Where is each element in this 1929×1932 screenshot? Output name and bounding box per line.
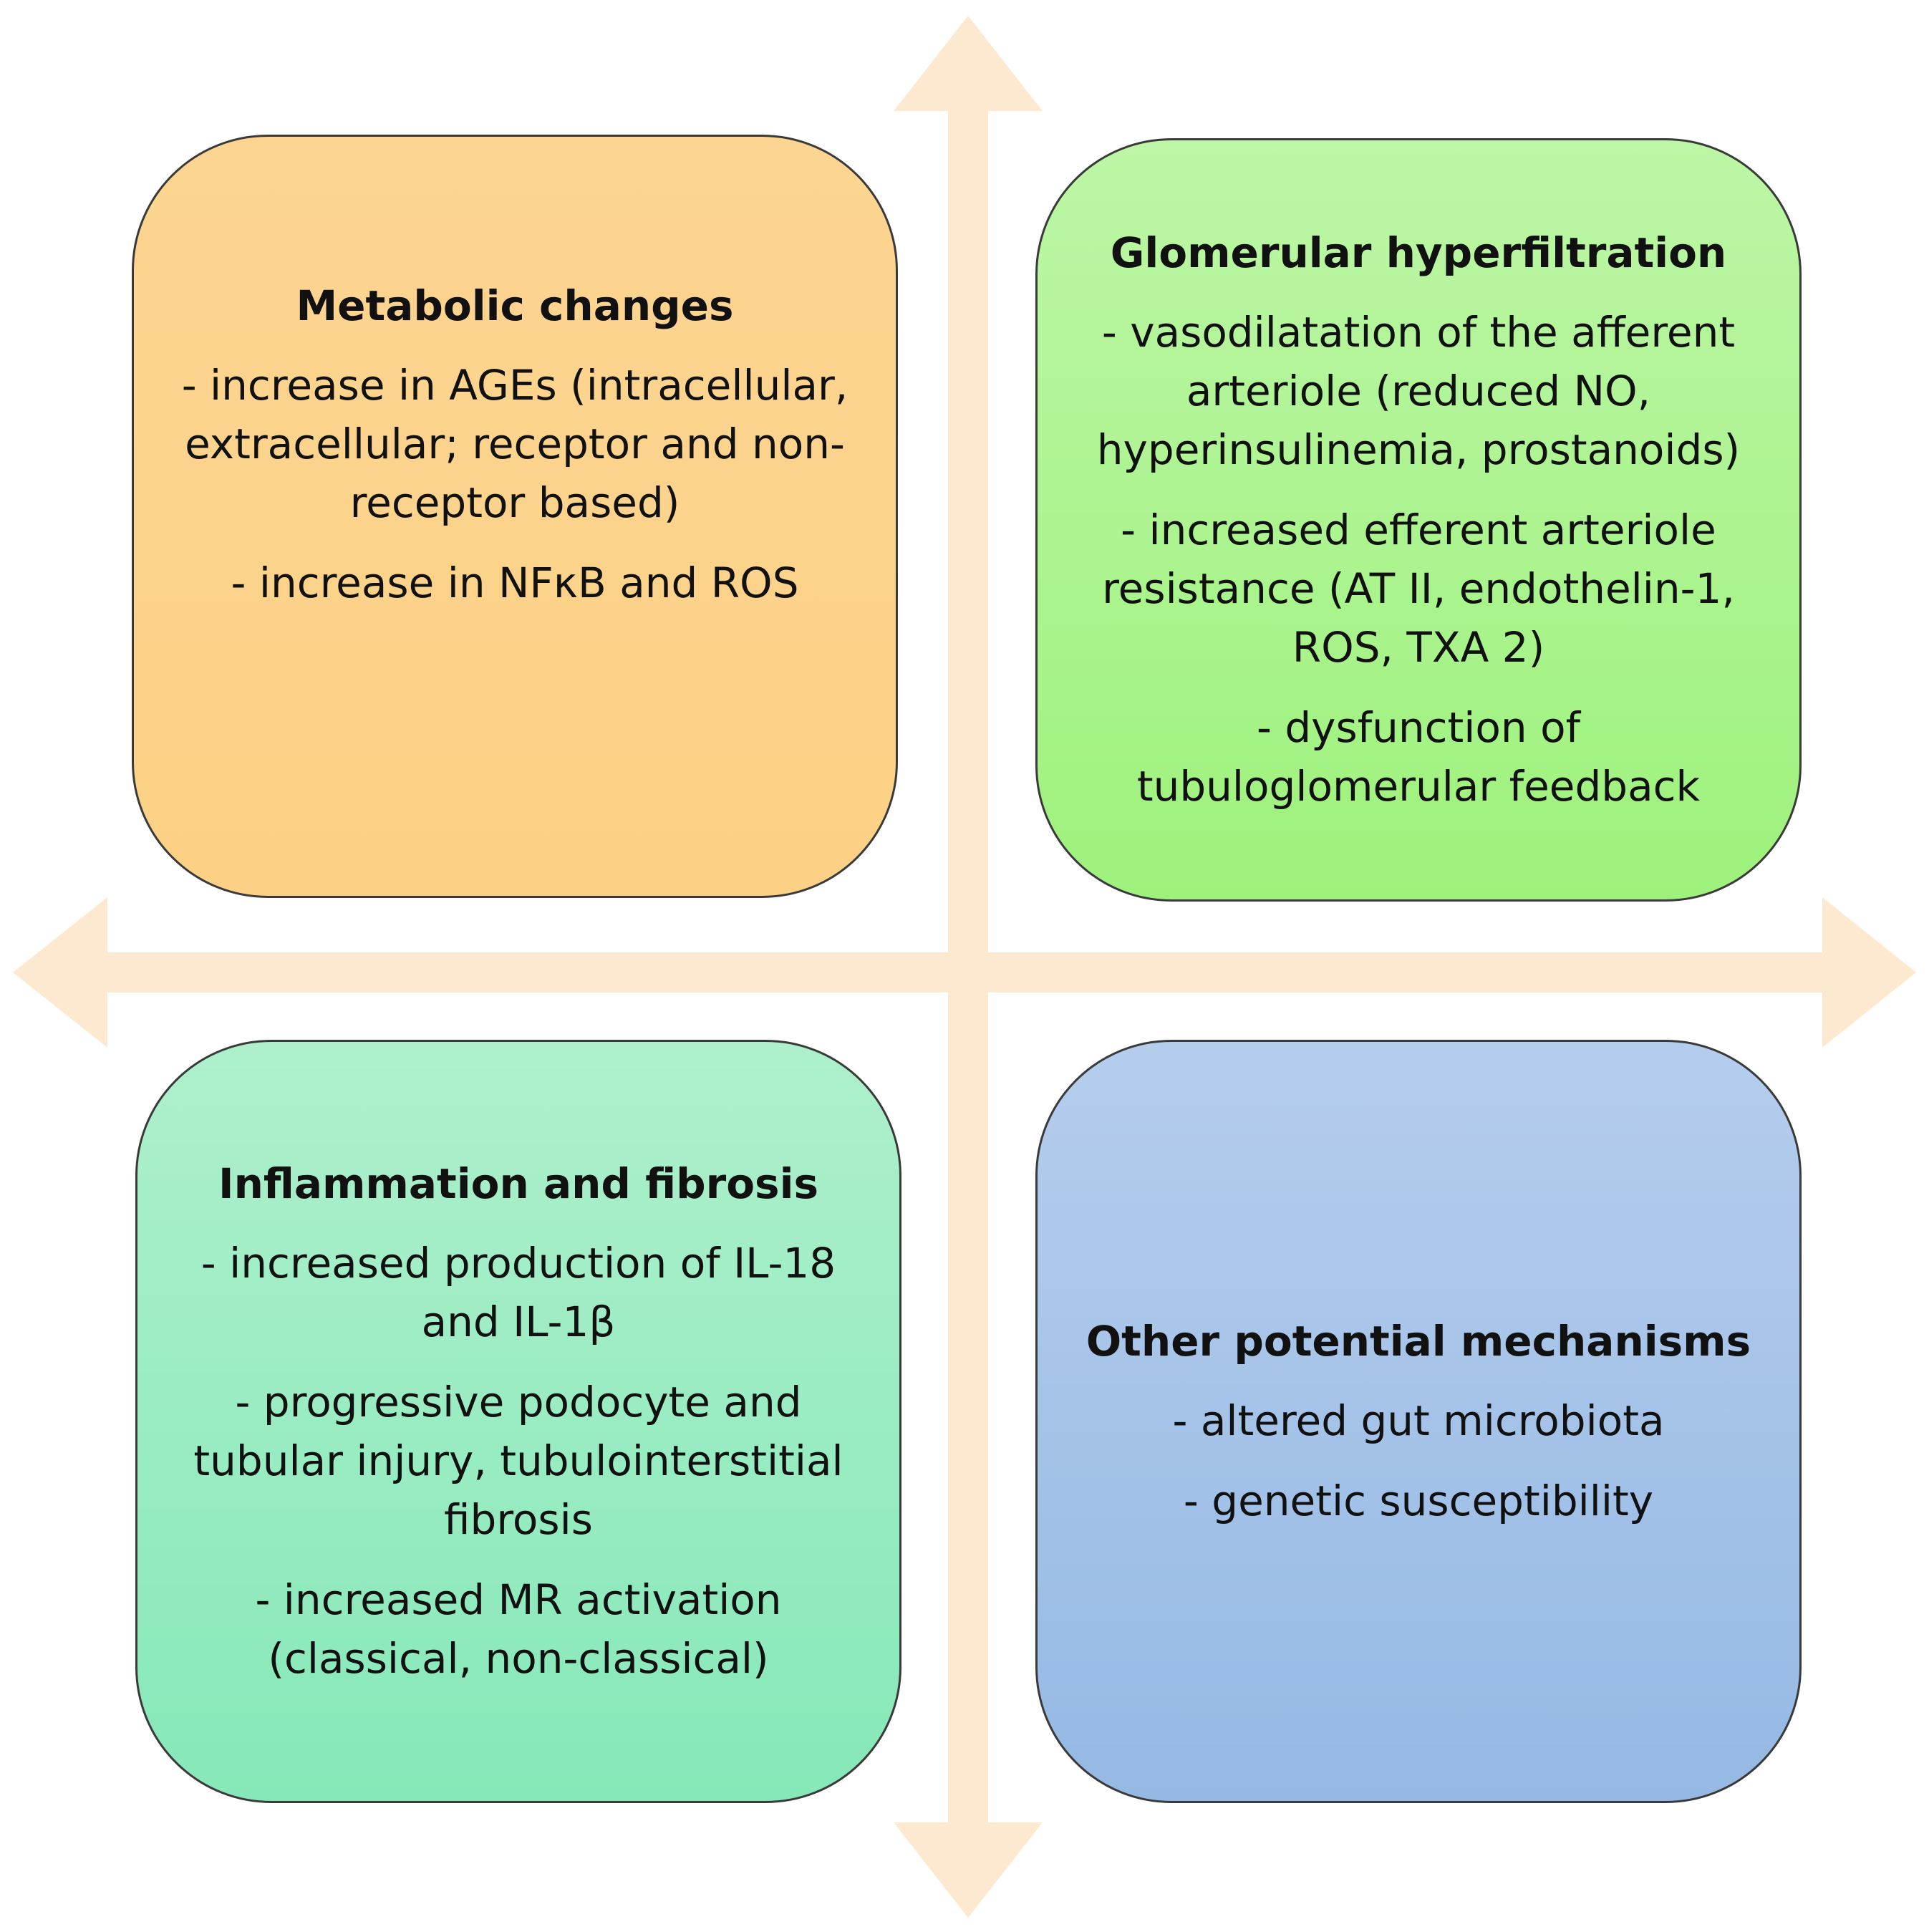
glomerular-hyperfiltration-title: Glomerular hyperfiltration xyxy=(1110,228,1727,277)
inflammation-item: - increased MR activation (classical, no… xyxy=(255,1575,782,1683)
metabolic-item: - increase in NFκB and ROS xyxy=(231,559,799,607)
horizontal-double-arrow xyxy=(13,897,1916,1048)
hyperfiltration-item: - vasodilatation of the afferent arterio… xyxy=(1096,308,1741,474)
metabolic-changes-title: Metabolic changes xyxy=(296,281,734,330)
metabolic-item: - increase in AGEs (intracellular, extra… xyxy=(181,361,849,527)
other-mechanisms-box: Other potential mechanisms - altered gut… xyxy=(1035,1040,1802,1803)
hyperfiltration-item: - increased efferent arteriole resistanc… xyxy=(1102,506,1735,672)
hyperfiltration-item: - dysfunction of tubuloglomerular feedba… xyxy=(1136,703,1701,811)
other-mechanisms-title: Other potential mechanisms xyxy=(1086,1317,1751,1366)
inflammation-fibrosis-title: Inflammation and fibrosis xyxy=(218,1159,818,1208)
inflammation-fibrosis-box: Inflammation and fibrosis - increased pr… xyxy=(135,1040,901,1803)
metabolic-changes-box: Metabolic changes - increase in AGEs (in… xyxy=(132,135,898,898)
inflammation-item: - increased production of IL-18 and IL-1… xyxy=(200,1239,836,1346)
inflammation-item: - progressive podocyte and tubular injur… xyxy=(193,1378,843,1544)
glomerular-hyperfiltration-box: Glomerular hyperfiltration - vasodilatat… xyxy=(1035,138,1802,902)
other-item: - altered gut microbiota xyxy=(1172,1396,1665,1445)
other-item: - genetic susceptibility xyxy=(1183,1477,1654,1525)
